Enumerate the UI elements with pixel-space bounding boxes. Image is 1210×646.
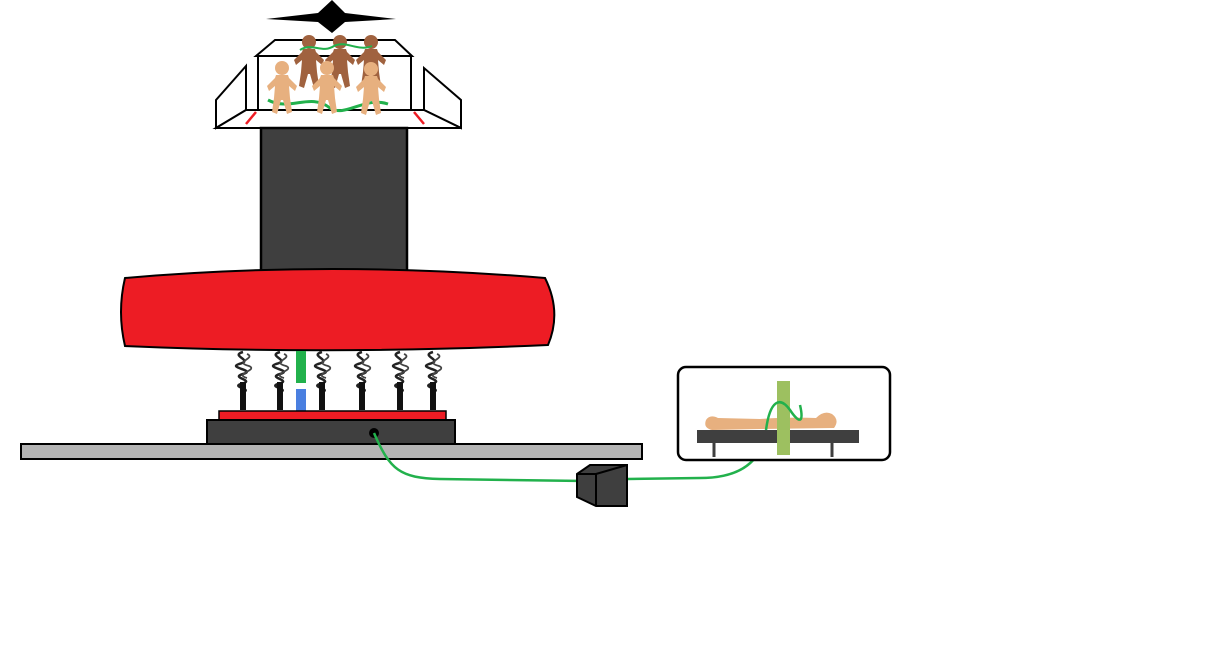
green-indicator — [296, 351, 306, 383]
spring-2 — [271, 350, 290, 412]
spring-3 — [313, 350, 332, 412]
central-column — [259, 126, 409, 276]
scanner-ring — [777, 381, 790, 455]
spring-4 — [353, 350, 372, 412]
spring-row — [234, 350, 443, 412]
spring-1 — [234, 350, 253, 412]
spring-6 — [424, 350, 443, 412]
dark-base — [206, 419, 456, 445]
blue-indicator — [296, 389, 306, 411]
cabin-floor — [212, 109, 462, 129]
spring-5 — [391, 350, 410, 412]
floor-plate — [20, 443, 643, 460]
red-disc — [120, 268, 556, 352]
white-gap — [296, 383, 306, 389]
cube-icon — [576, 464, 628, 507]
patient-panel — [676, 365, 892, 462]
reclining-person-icon — [705, 412, 837, 430]
top-cabin — [212, 35, 462, 130]
red-base-strip — [218, 410, 447, 421]
top-star-icon — [266, 0, 396, 33]
